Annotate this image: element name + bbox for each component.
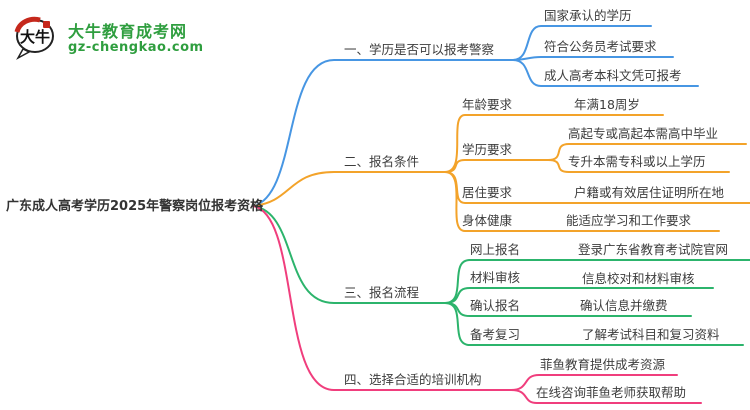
branch-3-leaf-review[interactable]: 信息校对和材料审核 — [582, 271, 695, 286]
branch-2-label[interactable]: 二、报名条件 — [344, 154, 420, 169]
bull-speech-bubble-icon: 大牛 — [14, 16, 54, 60]
branch-2-leaf-health[interactable]: 能适应学习和工作要求 — [566, 213, 692, 228]
branch-2-leaf-edu-1[interactable]: 高起专或高起本需高中毕业 — [568, 126, 719, 141]
branch-4-label[interactable]: 四、选择合适的培训机构 — [344, 372, 482, 387]
root-topic[interactable]: 广东成人高考学历2025年警察岗位报考资格 — [6, 199, 264, 214]
branch-3-sub-online[interactable]: 网上报名 — [470, 242, 521, 257]
branch-2-leaf-residence[interactable]: 户籍或有效居住证明所在地 — [574, 185, 725, 200]
branch-1-label[interactable]: 一、学历是否可以报考警察 — [344, 42, 495, 57]
branch-3-sub-confirm[interactable]: 确认报名 — [470, 298, 521, 313]
branch-3-leaf-confirm[interactable]: 确认信息并缴费 — [580, 298, 668, 313]
branch-1-child-3[interactable]: 成人高考本科文凭可报考 — [544, 68, 682, 83]
branch-3-leaf-prepare[interactable]: 了解考试科目和复习资料 — [582, 327, 720, 342]
branch-4-child-1[interactable]: 菲鱼教育提供成考资源 — [540, 357, 666, 372]
branch-2-leaf-edu-2[interactable]: 专升本需专科或以上学历 — [568, 154, 706, 169]
site-domain: gz-chengkao.com — [68, 40, 204, 55]
branch-2-sub-edu[interactable]: 学历要求 — [462, 142, 513, 157]
site-logo[interactable]: 大牛 大牛教育成考网 gz-chengkao.com — [10, 10, 250, 62]
branch-3-label[interactable]: 三、报名流程 — [344, 285, 420, 300]
site-name: 大牛教育成考网 — [68, 22, 188, 41]
branch-3-leaf-online[interactable]: 登录广东省教育考试院官网 — [578, 242, 729, 257]
branch-1-child-1[interactable]: 国家承认的学历 — [544, 8, 632, 23]
branch-4-child-2[interactable]: 在线咨询菲鱼老师获取帮助 — [536, 385, 687, 400]
branch-2-sub-age[interactable]: 年龄要求 — [462, 97, 513, 112]
branch-2-sub-health[interactable]: 身体健康 — [462, 213, 513, 228]
branch-3-sub-review[interactable]: 材料审核 — [470, 270, 521, 285]
branch-3-sub-prepare[interactable]: 备考复习 — [470, 327, 521, 342]
branch-1-child-2[interactable]: 符合公务员考试要求 — [544, 39, 657, 54]
branch-2-sub-residence[interactable]: 居住要求 — [462, 185, 513, 200]
branch-2-leaf-age[interactable]: 年满18周岁 — [574, 97, 640, 112]
logo-glyph: 大牛 — [20, 28, 50, 46]
